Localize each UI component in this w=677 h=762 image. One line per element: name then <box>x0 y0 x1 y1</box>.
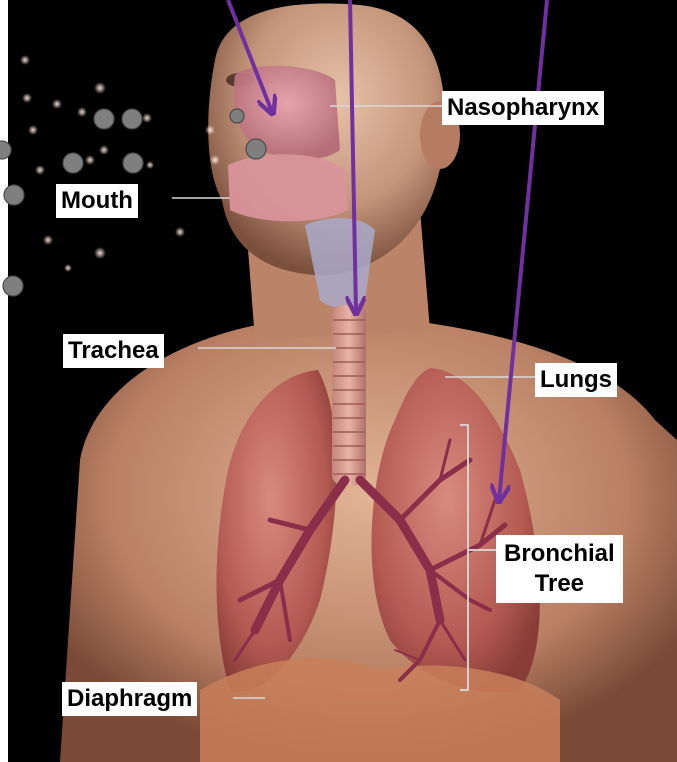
label-bronchial-tree: Bronchial Tree <box>496 535 623 603</box>
mouth-cavity <box>228 154 348 221</box>
label-bronchial-tree-line1: Bronchial <box>504 539 615 569</box>
label-diaphragm: Diaphragm <box>62 682 197 716</box>
label-nasopharynx: Nasopharynx <box>442 91 604 125</box>
trachea-tube <box>332 305 366 485</box>
label-trachea: Trachea <box>63 334 164 368</box>
label-lungs: Lungs <box>535 363 617 397</box>
label-mouth: Mouth <box>56 184 138 218</box>
label-bronchial-tree-line2: Tree <box>504 569 615 599</box>
